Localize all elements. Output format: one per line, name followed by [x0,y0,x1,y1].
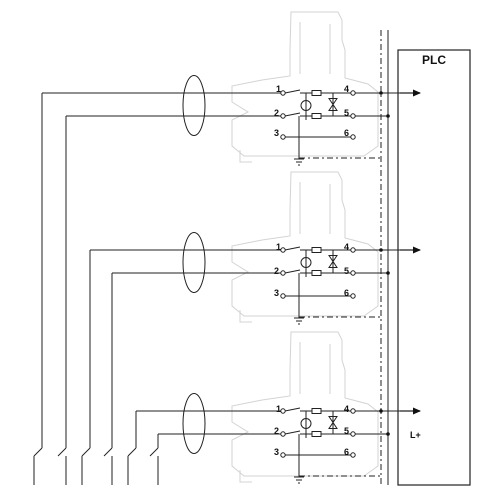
terminal-5-label: 5 [344,266,349,276]
terminal-contact [280,90,286,96]
module-housing [231,11,379,157]
terminal-contact [280,270,286,276]
arrow-right-icon [413,407,421,415]
terminal-contact [350,270,356,276]
module-top-labels: 1 2 3 4 5 6 [274,84,349,138]
ground-icon [294,476,304,484]
module-bottom-labels: 1 2 3 4 5 6 [274,404,349,457]
module-bottom [182,331,421,484]
terminal-1-label: 1 [276,84,281,94]
terminal-contact [350,90,356,96]
terminal-contact [280,293,286,299]
housing-detail [239,182,331,323]
resistor-icon [311,90,322,96]
module-middle-labels: 1 2 3 4 5 6 [274,242,349,298]
junction-dot [379,248,383,252]
terminal-6-label: 6 [344,128,349,138]
terminal-contact [280,431,286,437]
terminal-contact [350,293,356,299]
terminal-6-label: 6 [344,288,349,298]
terminal-contact [280,408,286,414]
junction-dot [386,271,390,275]
cable-shield-ellipse [182,75,206,136]
resistor-icon [311,247,322,253]
housing-detail [239,342,331,483]
switch-blade [127,447,137,457]
resistor-icon [311,431,322,437]
contact-blade [284,269,301,274]
contact-blade [284,89,301,94]
terminal-1-label: 1 [276,404,281,414]
junction-dot [386,432,390,436]
housing-detail [239,22,331,163]
cable-shield-ellipse [182,232,206,293]
terminal-3-label: 3 [274,128,279,138]
terminal-contact [280,452,286,458]
arrow-right-icon [413,246,421,254]
switch-blade [149,447,159,457]
switch-blade [103,447,113,457]
terminal-contact [350,408,356,414]
contact-blade [284,246,301,251]
terminal-2-label: 2 [274,426,279,436]
terminal-1-label: 1 [276,242,281,252]
module-middle [182,171,421,325]
switch-blade [81,447,91,457]
terminal-4-label: 4 [344,404,349,414]
terminal-4-label: 4 [344,84,349,94]
module-top [182,11,421,166]
plc-label: PLC [422,53,446,67]
terminal-3-label: 3 [274,288,279,298]
switch-row [33,447,159,485]
resistor-icon [311,113,322,119]
terminal-contact [350,113,356,119]
terminal-contact [350,134,356,140]
module-housing [231,331,379,477]
contact-blade [284,112,301,117]
plc-box [397,49,471,486]
terminal-2-label: 2 [274,266,279,276]
cable-shield-ellipse [182,393,206,454]
switch-blade [33,447,43,457]
arrow-right-icon [413,89,421,97]
terminal-contact [350,431,356,437]
field-wiring [41,92,281,448]
terminal-contact [280,134,286,140]
ground-icon [294,317,304,325]
terminal-6-label: 6 [344,447,349,457]
junction-dot [379,409,383,413]
resistor-icon [311,270,322,276]
terminal-5-label: 5 [344,108,349,118]
terminal-4-label: 4 [344,242,349,252]
switch-blade [57,447,67,457]
contact-blade [284,430,301,435]
ground-icon [294,158,304,166]
supply-label: L+ [410,430,421,440]
terminal-2-label: 2 [274,108,279,118]
terminal-3-label: 3 [274,447,279,457]
contact-blade [284,407,301,412]
terminal-contact [350,247,356,253]
resistor-icon [311,408,322,414]
terminal-contact [350,452,356,458]
junction-dot [379,91,383,95]
terminal-contact [280,247,286,253]
module-housing [231,171,379,317]
terminal-contact [280,113,286,119]
junction-dot [386,114,390,118]
terminal-5-label: 5 [344,426,349,436]
